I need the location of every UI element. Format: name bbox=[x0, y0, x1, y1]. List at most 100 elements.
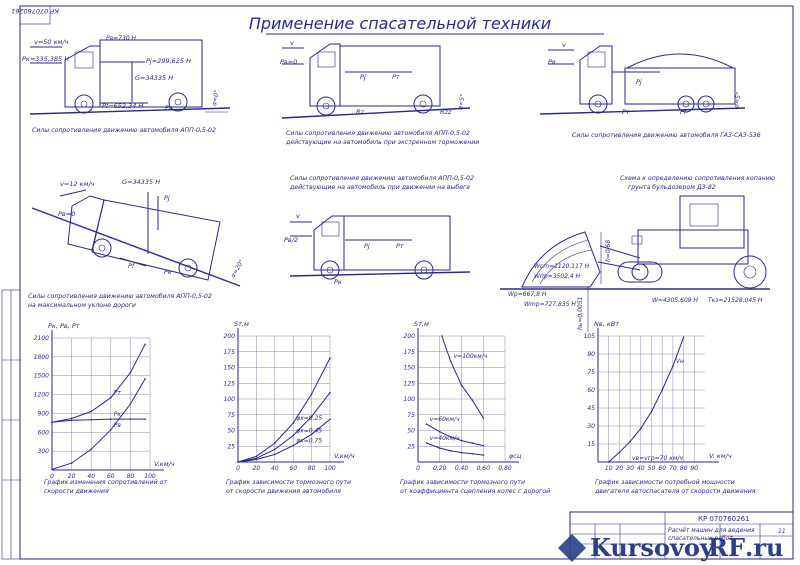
p6-label-tkz: Tкз=21528,045 Н bbox=[708, 297, 763, 304]
series-point bbox=[274, 442, 276, 444]
x-tick-label: 0,20 bbox=[433, 465, 447, 472]
series-point bbox=[650, 410, 653, 413]
series-point bbox=[110, 396, 112, 399]
series-label: Pк bbox=[114, 411, 122, 418]
series-label: v=100км/ч bbox=[454, 353, 488, 360]
p2-label-pt: Pт bbox=[392, 73, 400, 81]
p5-label-pv: Pв/2 bbox=[284, 236, 298, 244]
p4-label-pv: Pв=0 bbox=[58, 210, 75, 218]
series-point bbox=[471, 453, 474, 455]
y-axis-label: Nв, кВт bbox=[594, 320, 619, 328]
x-tick-label: 40 bbox=[87, 473, 95, 480]
p3-caption: Силы сопротивления движению автомобиля Г… bbox=[572, 131, 761, 139]
x-tick-label: 90 bbox=[690, 465, 698, 472]
p3-label-pj: Pj bbox=[636, 78, 642, 86]
p6-caption-1: Схема к определению сопротивления копани… bbox=[620, 175, 775, 182]
y-tick-label: 125 bbox=[404, 380, 416, 387]
series-point bbox=[460, 439, 463, 442]
series-point bbox=[129, 371, 132, 374]
y-tick-label: 125 bbox=[224, 380, 236, 387]
series-line-2 bbox=[237, 418, 331, 463]
series-point bbox=[329, 391, 331, 394]
p1-label-alpha: α=0° bbox=[211, 90, 221, 107]
y-tick-label: 100 bbox=[224, 396, 236, 403]
series-point bbox=[661, 389, 663, 391]
series-point bbox=[129, 403, 132, 405]
series-point bbox=[144, 343, 146, 346]
series-point bbox=[274, 448, 276, 451]
p1-label-pv2: Pв bbox=[165, 104, 173, 112]
x-tick-label: 60 bbox=[658, 465, 666, 472]
series-point bbox=[441, 335, 443, 337]
series-point bbox=[482, 417, 485, 419]
y-tick-label: 900 bbox=[38, 410, 50, 417]
p3-label-pt: Pт bbox=[622, 108, 630, 116]
x-tick-label: 0 bbox=[50, 473, 54, 480]
series-point bbox=[90, 448, 92, 451]
p4-label-g: G=34335 Н bbox=[122, 178, 160, 186]
series-point bbox=[70, 417, 73, 420]
series-point bbox=[274, 453, 276, 456]
panel-bulldozer: Схема к определению сопротивления копани… bbox=[500, 175, 775, 332]
series-point bbox=[110, 428, 112, 431]
p4-label-pk: Pк bbox=[164, 268, 172, 276]
y-tick-label: 175 bbox=[404, 349, 416, 356]
p1-label-pk: Pк=335,385 Н bbox=[22, 55, 69, 63]
title-block: КР 070760261 Расчёт машин для ведения сп… bbox=[569, 511, 794, 560]
y-tick-label: 75 bbox=[407, 412, 415, 419]
series-point bbox=[90, 418, 92, 421]
y-tick-label: 150 bbox=[404, 365, 416, 372]
c4-caption-2: двигателя автоспасателя от скорости движ… bbox=[594, 488, 756, 495]
x-tick-label: 100 bbox=[324, 465, 336, 472]
series-label: v=60км/ч bbox=[430, 416, 460, 423]
series-line-0 bbox=[441, 335, 484, 419]
p4-label-pj: Pj bbox=[164, 194, 170, 202]
series-point bbox=[618, 451, 621, 454]
p4-label-pf: Pf bbox=[128, 262, 136, 270]
logo-part2: RF bbox=[708, 533, 745, 562]
c2-caption-2: от скорости движения автомобиля bbox=[226, 487, 341, 495]
x-tick-label: 60 bbox=[107, 473, 115, 480]
p5-label-pj: Pj bbox=[364, 242, 370, 250]
p4-label-alpha: α=20° bbox=[230, 259, 246, 279]
y-tick-label: 1500 bbox=[34, 373, 49, 380]
series-line-2 bbox=[426, 442, 484, 456]
p5-label-pk: Pк bbox=[334, 278, 342, 286]
series-label: φx=0,75 bbox=[296, 438, 322, 445]
p5-caption-2: действующие на автомобиль при движении н… bbox=[289, 183, 470, 191]
p3-label-pv: Pв bbox=[548, 58, 556, 66]
series-point bbox=[255, 458, 258, 461]
x-tick-label: 20 bbox=[253, 465, 261, 472]
series-point bbox=[672, 365, 674, 367]
y-tick-label: 75 bbox=[227, 412, 235, 419]
c2-caption-1: График зависимости тормозного пути bbox=[226, 479, 351, 486]
p6-label-wp: Wp=667,8 Н bbox=[508, 291, 547, 298]
series-point bbox=[90, 410, 92, 413]
series-point bbox=[310, 393, 313, 395]
series-point bbox=[471, 399, 474, 402]
x-tick-label: 0,60 bbox=[477, 465, 491, 472]
series-point bbox=[682, 336, 685, 339]
series-point bbox=[70, 419, 73, 422]
x-tick-label: 40 bbox=[271, 465, 279, 472]
kursovoy-logo: Kursovoy RF .ru bbox=[558, 533, 783, 562]
x-tick-label: 0,80 bbox=[498, 465, 512, 472]
series-line-1 bbox=[426, 423, 484, 447]
p2-caption-2: действующие на автомобиль при экстренном… bbox=[285, 138, 479, 146]
y-tick-label: 50 bbox=[227, 428, 235, 435]
x-tick-label: 40 bbox=[637, 465, 645, 472]
series-line-0 bbox=[51, 344, 146, 423]
x-tick-label: 0 bbox=[416, 465, 420, 472]
series-point bbox=[460, 451, 463, 454]
series-point bbox=[449, 436, 452, 438]
p6-label-w: W=4305,609 Н bbox=[652, 297, 698, 304]
y-tick-label: 200 bbox=[404, 333, 416, 340]
panel-truck-slope: v=12 км/ч G=34335 Н Pв=0 Pj Pf Pк α=20° … bbox=[28, 178, 246, 309]
series-line-0 bbox=[608, 337, 685, 463]
series-point bbox=[640, 427, 642, 430]
y-axis-label: Sт,м bbox=[234, 320, 249, 328]
series-point bbox=[329, 418, 331, 420]
title-block-name-1: Расчёт машин для ведения bbox=[668, 527, 755, 534]
